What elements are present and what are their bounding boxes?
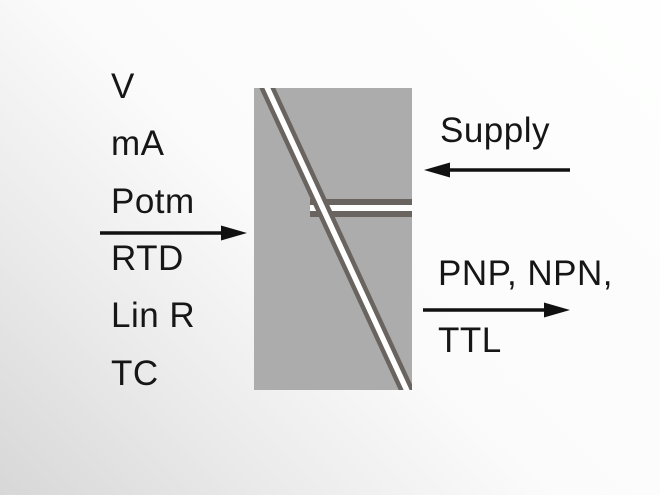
output-arrowhead	[544, 302, 570, 318]
diagonal-dark-upper-stripe	[270, 88, 412, 390]
input-arrowhead	[221, 225, 247, 241]
diagonal-light-stripe	[264, 88, 410, 390]
output-label-line2: TTL	[438, 321, 502, 360]
barrier-dark-bottom-stripe	[310, 211, 412, 217]
input-label-tc: TC	[111, 354, 159, 393]
barrier-dark-top-stripe	[310, 199, 412, 205]
input-label-potm: Potm	[111, 182, 195, 221]
horizontal-isolation-barrier	[310, 199, 412, 217]
barrier-light-stripe	[310, 205, 412, 211]
input-label-v: V	[111, 67, 135, 106]
output-arrow	[423, 302, 570, 318]
input-label-ma: mA	[111, 124, 165, 163]
diagonal-dark-lower-stripe	[259, 88, 404, 390]
supply-arrowhead	[424, 162, 450, 178]
supply-arrow	[424, 162, 570, 178]
input-label-rtd: RTD	[111, 239, 184, 278]
diagonal-isolation-barrier	[259, 88, 412, 390]
isolator-symbol	[254, 88, 412, 390]
supply-label: Supply	[440, 111, 551, 150]
output-label-line1: PNP, NPN,	[438, 254, 614, 293]
input-arrow	[100, 225, 247, 241]
input-label-linr: Lin R	[111, 296, 196, 335]
